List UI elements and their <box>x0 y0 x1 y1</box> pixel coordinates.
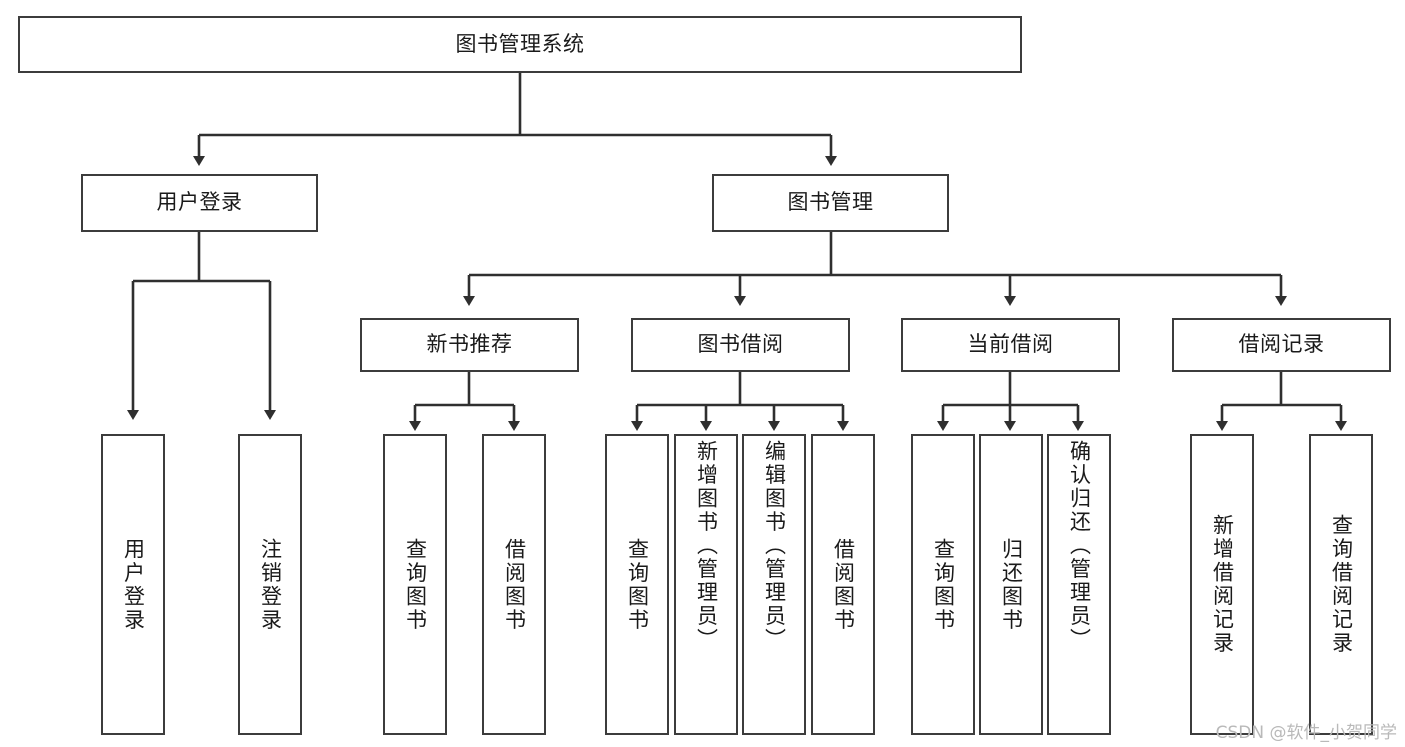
node-leaf-borrow-book-1[interactable]: 借阅图书 <box>482 434 546 735</box>
node-borrow-record[interactable]: 借阅记录 <box>1172 318 1391 372</box>
node-leaf-return-book[interactable]: 归还图书 <box>979 434 1043 735</box>
node-current-borrow-label: 当前借阅 <box>967 332 1054 357</box>
node-leaf-query-record[interactable]: 查询借阅记录 <box>1309 434 1373 735</box>
node-leaf-return-book-label: 归还图书 <box>999 537 1024 632</box>
node-leaf-add-record[interactable]: 新增借阅记录 <box>1190 434 1254 735</box>
node-leaf-query-record-label: 查询借阅记录 <box>1329 514 1354 655</box>
node-leaf-query-book-2[interactable]: 查询图书 <box>605 434 669 735</box>
node-leaf-user-logout[interactable]: 注销登录 <box>238 434 302 735</box>
node-leaf-edit-book-label: 编辑图书（管理员） <box>762 440 787 652</box>
node-book-borrow[interactable]: 图书借阅 <box>631 318 850 372</box>
node-leaf-edit-book[interactable]: 编辑图书（管理员） <box>742 434 806 735</box>
node-leaf-query-book-2-label: 查询图书 <box>625 537 650 632</box>
node-root[interactable]: 图书管理系统 <box>18 16 1022 73</box>
node-leaf-query-book-1-label: 查询图书 <box>403 537 428 632</box>
node-leaf-confirm-return[interactable]: 确认归还（管理员） <box>1047 434 1111 735</box>
node-root-label: 图书管理系统 <box>455 31 585 56</box>
node-borrow-record-label: 借阅记录 <box>1238 332 1325 357</box>
node-leaf-add-record-label: 新增借阅记录 <box>1210 514 1235 655</box>
node-leaf-borrow-book-2-label: 借阅图书 <box>831 537 856 632</box>
node-book-manage[interactable]: 图书管理 <box>712 174 949 232</box>
node-leaf-user-logout-label: 注销登录 <box>258 537 283 632</box>
node-leaf-add-book[interactable]: 新增图书（管理员） <box>674 434 738 735</box>
node-leaf-confirm-return-label: 确认归还（管理员） <box>1067 440 1092 652</box>
node-current-borrow[interactable]: 当前借阅 <box>901 318 1120 372</box>
node-user-login[interactable]: 用户登录 <box>81 174 318 232</box>
node-leaf-add-book-label: 新增图书（管理员） <box>694 440 719 652</box>
node-leaf-borrow-book-1-label: 借阅图书 <box>502 537 527 632</box>
node-book-manage-label: 图书管理 <box>787 190 874 215</box>
node-leaf-borrow-book-2[interactable]: 借阅图书 <box>811 434 875 735</box>
node-leaf-query-book-3[interactable]: 查询图书 <box>911 434 975 735</box>
node-leaf-query-book-3-label: 查询图书 <box>931 537 956 632</box>
node-user-login-label: 用户登录 <box>156 190 243 215</box>
node-leaf-user-login-label: 用户登录 <box>121 537 146 632</box>
node-leaf-query-book-1[interactable]: 查询图书 <box>383 434 447 735</box>
node-book-borrow-label: 图书借阅 <box>697 332 784 357</box>
node-new-book-rec-label: 新书推荐 <box>426 332 513 357</box>
node-leaf-user-login[interactable]: 用户登录 <box>101 434 165 735</box>
watermark-text: CSDN @软件_小贺同学 <box>1215 723 1397 743</box>
node-new-book-rec[interactable]: 新书推荐 <box>360 318 579 372</box>
